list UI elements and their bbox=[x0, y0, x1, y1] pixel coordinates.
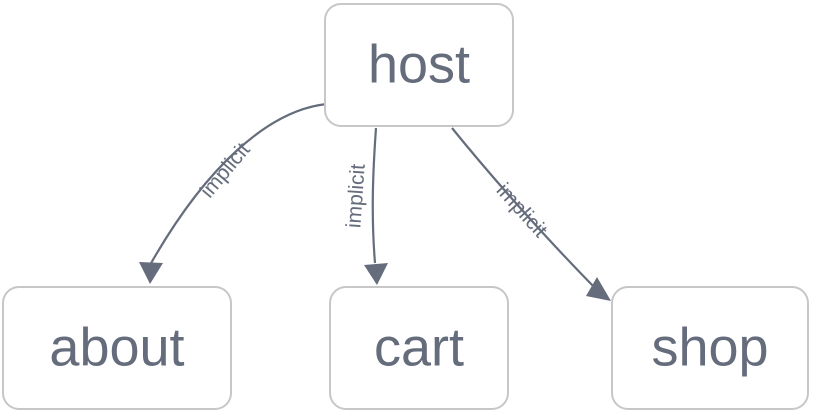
node-about-rect[interactable] bbox=[2, 286, 232, 410]
arrowhead-icon-about bbox=[139, 262, 163, 284]
node-shop-rect[interactable] bbox=[611, 286, 809, 410]
node-shop-label: shop bbox=[651, 317, 768, 377]
node-cart-rect[interactable] bbox=[329, 286, 509, 410]
edge-host-cart[interactable]: implicit bbox=[342, 127, 388, 285]
edge-host-about[interactable]: implicit bbox=[139, 102, 328, 284]
edge-host-about-path bbox=[149, 102, 328, 266]
edge-host-shop[interactable]: implicit bbox=[451, 127, 611, 301]
node-host-label: host bbox=[368, 34, 470, 94]
node-about-label: about bbox=[49, 317, 184, 377]
edge-host-shop-path bbox=[451, 127, 596, 289]
node-host[interactable]: host bbox=[324, 3, 514, 127]
nodes-layer: host about cart shop bbox=[2, 3, 809, 410]
node-shop[interactable]: shop bbox=[611, 286, 809, 410]
edge-label-host-about: implicit bbox=[196, 138, 255, 202]
edge-host-cart-path bbox=[371, 127, 378, 264]
node-cart[interactable]: cart bbox=[329, 286, 509, 410]
arrowhead-icon-cart bbox=[364, 263, 388, 285]
edge-label-host-cart: implicit bbox=[342, 163, 369, 229]
arrowhead-icon-shop bbox=[586, 277, 611, 301]
node-host-rect[interactable] bbox=[324, 3, 514, 127]
edge-label-host-shop: implicit bbox=[492, 179, 552, 242]
node-cart-label: cart bbox=[374, 317, 464, 377]
node-about[interactable]: about bbox=[2, 286, 232, 410]
edges-layer: implicit implicit implicit bbox=[139, 102, 611, 301]
